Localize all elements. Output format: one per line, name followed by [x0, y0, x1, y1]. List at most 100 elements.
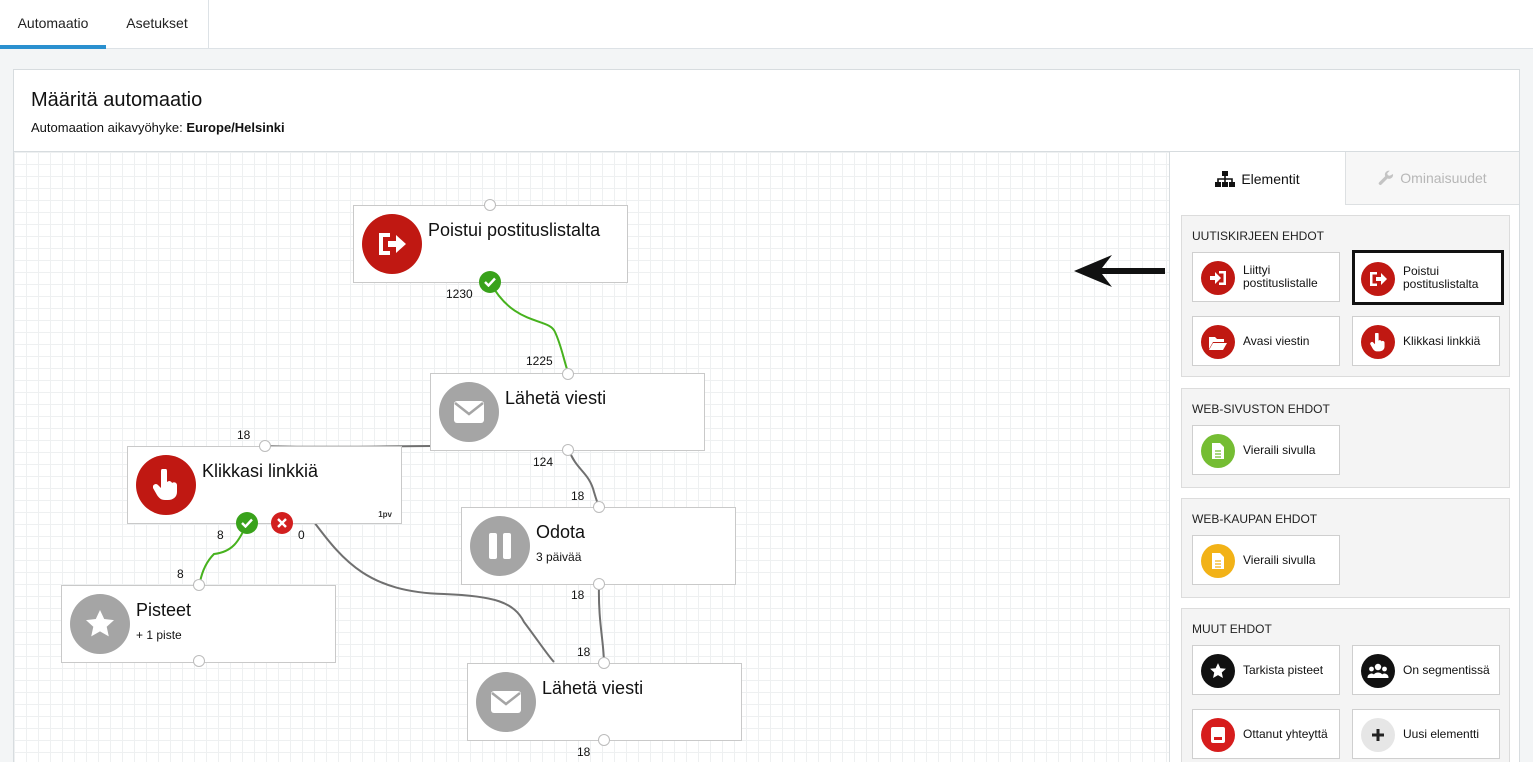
yes-check-icon[interactable] [479, 271, 501, 293]
star-icon [70, 594, 130, 654]
top-tabs: Automaatio Asetukset [0, 0, 1533, 49]
no-cross-icon[interactable] [271, 512, 293, 534]
pause-icon [470, 516, 530, 576]
node-title: Lähetä viesti [505, 388, 607, 408]
sitemap-icon [1215, 170, 1236, 187]
node-send-message-2[interactable]: Lähetä viesti [467, 663, 742, 741]
star-icon [1201, 654, 1235, 688]
wire-wait-to-send2 [597, 583, 605, 665]
output-port[interactable] [562, 444, 574, 456]
timezone-label: Automaation aikavyöhyke: [31, 120, 183, 135]
count-label: 18 [237, 428, 251, 442]
folder-open-icon [1201, 325, 1235, 359]
node-wait[interactable]: Odota 3 päivää [461, 507, 736, 585]
file-icon [1201, 434, 1235, 468]
node-title: Lähetä viesti [542, 678, 644, 698]
users-icon [1361, 654, 1395, 688]
element-label: Poistui postituslistalta [1403, 263, 1479, 291]
count-label: 18 [577, 645, 591, 659]
node-subtitle: + 1 piste [136, 628, 182, 642]
node-title: Poistui postituslistalta [428, 220, 601, 240]
element-label: Avasi viestin [1243, 333, 1310, 348]
element-left-list[interactable]: Poistui postituslistalta [1352, 250, 1504, 305]
plus-icon [1361, 718, 1395, 752]
tab-elements[interactable]: Elementit [1170, 152, 1345, 205]
count-label: 18 [571, 588, 585, 602]
card-header: Määritä automaatio Automaation aikavyöhy… [14, 70, 1519, 152]
sign-out-icon [1361, 262, 1395, 296]
element-label: On segmentissä [1403, 662, 1490, 677]
input-port[interactable] [598, 657, 610, 669]
elements-sidebar: Elementit Ominaisuudet UUTISKIRJEEN EHDO… [1169, 152, 1519, 762]
node-subtitle: 3 päivää [536, 550, 582, 564]
envelope-icon [476, 672, 536, 732]
element-contacted[interactable]: Ottanut yhteyttä [1192, 709, 1340, 759]
tab-properties[interactable]: Ominaisuudet [1345, 152, 1519, 205]
timezone-value: Europe/Helsinki [186, 120, 285, 135]
node-unsubscribed[interactable]: Poistui postituslistalta [353, 205, 628, 283]
node-title: Pisteet [136, 600, 192, 620]
automation-canvas[interactable]: Poistui postituslistalta 1230 1225 Lähet… [14, 152, 1169, 762]
element-label: Klikkasi linkkiä [1403, 333, 1481, 348]
timezone-info: Automaation aikavyöhyke: Europe/Helsinki [31, 120, 285, 135]
count-label: 1225 [526, 354, 553, 368]
connection-wires [199, 281, 605, 665]
element-visited-page[interactable]: Vieraili sivulla [1192, 425, 1340, 475]
tab-automaatio[interactable]: Automaatio [0, 0, 106, 49]
tab-asetukset[interactable]: Asetukset [106, 0, 209, 49]
node-clicked-link[interactable]: Klikkasi linkkiä 1pv [127, 446, 402, 524]
sign-in-icon [1201, 261, 1235, 295]
count-label: 0 [298, 528, 305, 542]
wire-clicked-yes-to-points [199, 522, 248, 583]
element-label: Ottanut yhteyttä [1243, 726, 1328, 741]
input-port[interactable] [562, 368, 574, 380]
element-label: Tarkista pisteet [1243, 662, 1324, 677]
sign-out-icon [362, 214, 422, 274]
delay-tag: 1pv [378, 510, 392, 519]
group-other-conditions: MUUT EHDOT Tarkista pisteet On segmentis… [1181, 608, 1510, 762]
envelope-icon [439, 382, 499, 442]
tab-properties-label: Ominaisuudet [1400, 170, 1487, 186]
count-label: 8 [177, 567, 184, 581]
node-title: Odota [536, 522, 586, 542]
element-check-points[interactable]: Tarkista pisteet [1192, 645, 1340, 695]
output-port[interactable] [593, 578, 605, 590]
node-send-message-1[interactable]: Lähetä viesti [430, 373, 705, 451]
count-label: 18 [571, 489, 585, 503]
group-title: WEB-SIVUSTON EHDOT [1192, 402, 1330, 416]
element-joined-list[interactable]: Liittyi postituslistalle [1192, 252, 1340, 302]
wire-unsub-to-send1 [489, 281, 570, 376]
element-label: Vieraili sivulla [1243, 552, 1316, 567]
node-title: Klikkasi linkkiä [202, 461, 319, 481]
input-port[interactable] [484, 199, 496, 211]
wire-clicked-to-send2 [313, 521, 555, 663]
output-port[interactable] [193, 655, 205, 667]
element-clicked-link[interactable]: Klikkasi linkkiä [1352, 316, 1500, 366]
yes-check-icon[interactable] [236, 512, 258, 534]
group-title: UUTISKIRJEEN EHDOT [1192, 229, 1325, 243]
count-label: 124 [533, 455, 554, 469]
contact-card-icon [1201, 718, 1235, 752]
element-in-segment[interactable]: On segmentissä [1352, 645, 1500, 695]
input-port[interactable] [259, 440, 271, 452]
element-visited-shop-page[interactable]: Vieraili sivulla [1192, 535, 1340, 585]
element-label: Uusi elementti [1403, 726, 1480, 741]
group-website-conditions: WEB-SIVUSTON EHDOT Vieraili sivulla [1181, 388, 1510, 488]
node-points[interactable]: Pisteet + 1 piste [61, 585, 336, 663]
element-new-element[interactable]: Uusi elementti [1352, 709, 1500, 759]
count-label: 18 [577, 745, 591, 759]
group-title: WEB-KAUPAN EHDOT [1192, 512, 1318, 526]
group-webshop-conditions: WEB-KAUPAN EHDOT Vieraili sivulla [1181, 498, 1510, 598]
file-icon [1201, 544, 1235, 578]
page-title: Määritä automaatio [31, 89, 203, 111]
element-opened-message[interactable]: Avasi viestin [1192, 316, 1340, 366]
input-port[interactable] [193, 579, 205, 591]
count-label: 8 [217, 528, 224, 542]
group-title: MUUT EHDOT [1192, 622, 1272, 636]
wrench-icon [1379, 170, 1394, 185]
count-label: 1230 [446, 287, 473, 301]
arrow-pointer-icon [1074, 255, 1165, 287]
input-port[interactable] [593, 501, 605, 513]
element-label: Liittyi postituslistalle [1243, 263, 1318, 290]
output-port[interactable] [598, 734, 610, 746]
